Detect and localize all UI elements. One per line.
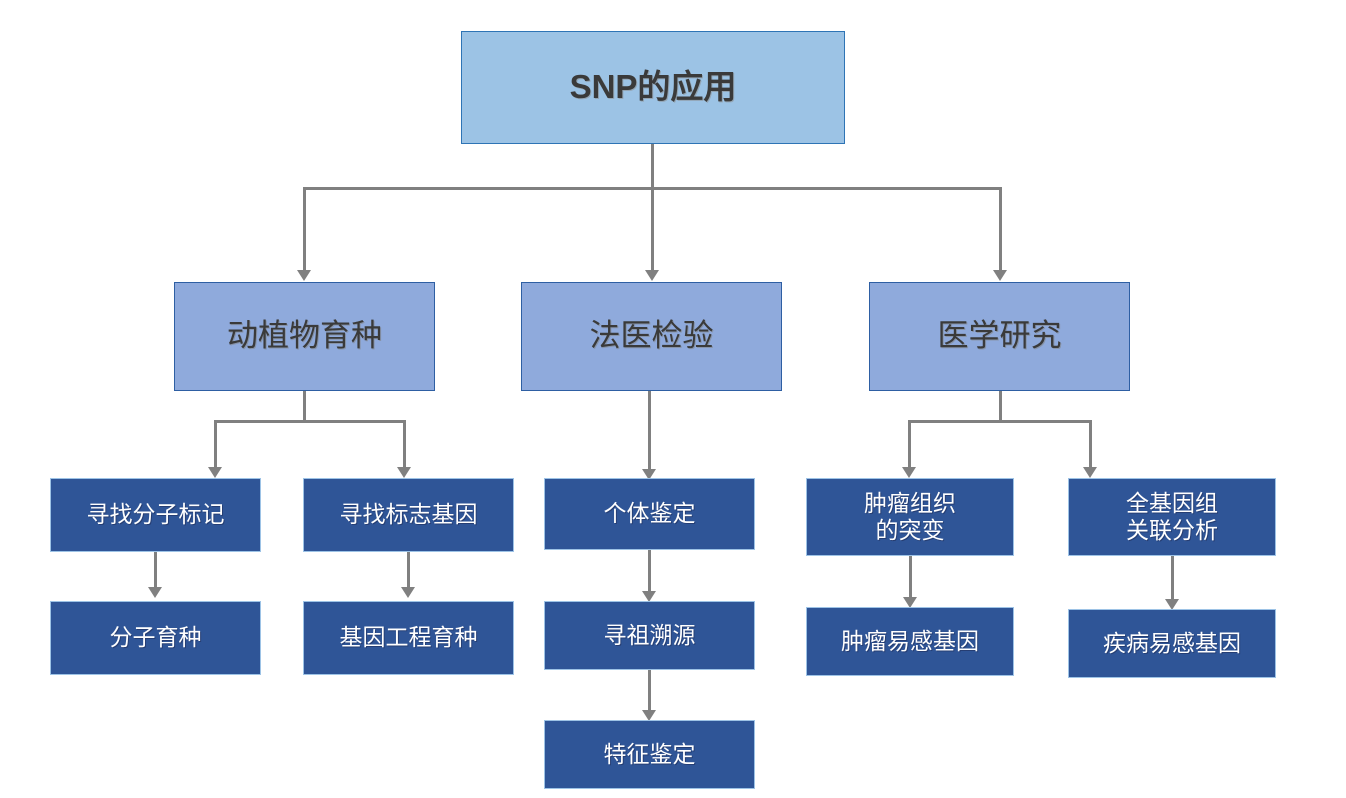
arrow-to-gene-engineering-breeding <box>401 587 415 598</box>
arrow-to-tumor-tissue-mutation <box>902 467 916 478</box>
arrow-to-molecular-breeding <box>148 587 162 598</box>
arrow-to-disease-susceptibility-gene <box>1165 599 1179 610</box>
connector-breeding-left <box>214 420 217 468</box>
node-category-medical[interactable]: 医学研究 <box>869 282 1130 391</box>
node-individual-id[interactable]: 个体鉴定 <box>544 478 755 550</box>
connector-medical-right <box>1089 420 1092 468</box>
arrow-to-breeding <box>297 270 311 281</box>
node-molecular-breeding[interactable]: 分子育种 <box>50 601 261 675</box>
connector-medical-left <box>908 420 911 468</box>
connector-breeding-stem <box>303 390 306 422</box>
arrow-to-ancestry-tracing <box>642 591 656 602</box>
connector-marker-to-molecular-breeding <box>154 551 157 588</box>
node-snp-applications[interactable]: SNP的应用 <box>461 31 845 144</box>
connector-gwas-to-disease-gene <box>1171 555 1174 600</box>
connector-gene-to-engineering-breeding <box>407 551 410 588</box>
connector-to-forensic <box>651 187 654 271</box>
connector-to-breeding <box>303 187 306 271</box>
node-category-forensic[interactable]: 法医检验 <box>521 282 782 391</box>
node-find-molecular-marker[interactable]: 寻找分子标记 <box>50 478 261 552</box>
arrow-to-individual-id <box>642 469 656 480</box>
arrow-to-tumor-susceptibility-gene <box>903 597 917 608</box>
node-ancestry-tracing[interactable]: 寻祖溯源 <box>544 601 755 670</box>
connector-breeding-bus <box>214 420 406 423</box>
connector-medical-stem <box>999 390 1002 422</box>
node-tumor-tissue-mutation[interactable]: 肿瘤组织 的突变 <box>806 478 1014 556</box>
arrow-to-find-marker-gene <box>397 467 411 478</box>
node-gwas[interactable]: 全基因组 关联分析 <box>1068 478 1276 556</box>
connector-root-stem <box>651 143 654 189</box>
arrow-to-forensic <box>645 270 659 281</box>
connector-to-medical <box>999 187 1002 271</box>
node-tumor-susceptibility-gene[interactable]: 肿瘤易感基因 <box>806 607 1014 676</box>
arrow-to-find-molecular-marker <box>208 467 222 478</box>
node-trait-id[interactable]: 特征鉴定 <box>544 720 755 789</box>
connector-ancestry-to-trait <box>648 669 651 711</box>
arrow-to-gwas <box>1083 467 1097 478</box>
node-gene-engineering-breeding[interactable]: 基因工程育种 <box>303 601 514 675</box>
connector-individual-to-ancestry <box>648 549 651 592</box>
connector-forensic-to-individual-id <box>648 390 651 470</box>
arrow-to-trait-id <box>642 710 656 721</box>
connector-tumor-mutation-to-susceptibility <box>909 555 912 598</box>
connector-medical-bus <box>908 420 1092 423</box>
node-category-breeding[interactable]: 动植物育种 <box>174 282 435 391</box>
arrow-to-medical <box>993 270 1007 281</box>
node-find-marker-gene[interactable]: 寻找标志基因 <box>303 478 514 552</box>
node-disease-susceptibility-gene[interactable]: 疾病易感基因 <box>1068 609 1276 678</box>
connector-breeding-right <box>403 420 406 468</box>
